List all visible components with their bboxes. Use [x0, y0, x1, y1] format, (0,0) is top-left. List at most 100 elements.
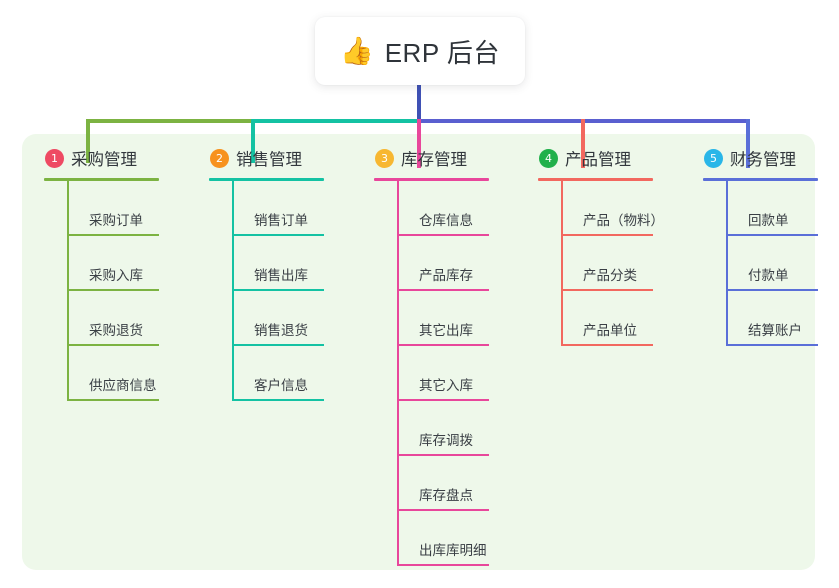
- column-spine: [561, 181, 563, 346]
- column-2: 2 销售管理销售订单销售出库销售退货客户信息: [207, 145, 367, 401]
- list-item-underline: [397, 564, 489, 566]
- list-item[interactable]: 产品（物料）: [561, 181, 696, 236]
- column-4: 4 产品管理产品（物料） 产品分类产品单位: [536, 145, 696, 346]
- list-item-underline: [397, 344, 489, 346]
- list-item[interactable]: 采购退货: [67, 291, 202, 346]
- list-item-label: 出库库明细: [419, 543, 487, 558]
- column-header-3[interactable]: 3 库存管理: [372, 145, 532, 171]
- connector-drop-5: [746, 119, 750, 168]
- list-item-underline: [561, 344, 653, 346]
- list-item-label: 客户信息: [254, 378, 308, 393]
- list-item-underline: [397, 399, 489, 401]
- column-title: 库存管理: [401, 151, 467, 169]
- list-item-label: 其它出库: [419, 323, 473, 338]
- column-item-list: 销售订单销售出库销售退货客户信息: [232, 181, 367, 401]
- list-item-label: 销售退货: [254, 323, 308, 338]
- list-item[interactable]: 产品单位: [561, 291, 696, 346]
- list-item-label: 采购入库: [89, 268, 143, 283]
- list-item[interactable]: 其它出库: [397, 291, 532, 346]
- list-item[interactable]: 产品库存: [397, 236, 532, 291]
- list-item[interactable]: 销售订单: [232, 181, 367, 236]
- list-item-underline: [232, 234, 324, 236]
- connector-drop-3: [417, 119, 421, 168]
- column-number-badge: 5: [704, 148, 723, 168]
- column-title: 采购管理: [71, 151, 137, 169]
- list-item[interactable]: 库存盘点: [397, 456, 532, 511]
- column-1: 1 采购管理采购订单采购入库采购退货供应商信息: [42, 145, 202, 401]
- list-item[interactable]: 销售退货: [232, 291, 367, 346]
- connector-drop-4: [581, 119, 585, 168]
- column-spine: [397, 181, 399, 566]
- column-spine: [726, 181, 728, 346]
- list-item[interactable]: 采购入库: [67, 236, 202, 291]
- list-item-label: 产品单位: [583, 323, 637, 338]
- connector-drop-2: [251, 119, 255, 163]
- list-item-underline: [67, 234, 159, 236]
- connector-stem: [417, 83, 421, 123]
- connector-bus-mid: [251, 119, 421, 123]
- column-header-4[interactable]: 4 产品管理: [536, 145, 696, 171]
- column-item-list: 仓库信息产品库存其它出库其它入库库存调拨库存盘点出库库明细: [397, 181, 532, 566]
- column-header-underline: [44, 178, 159, 181]
- list-item-underline: [397, 289, 489, 291]
- list-item[interactable]: 其它入库: [397, 346, 532, 401]
- list-item-label: 付款单: [748, 268, 789, 283]
- column-header-1[interactable]: 1 采购管理: [42, 145, 202, 171]
- column-number-badge: 3: [375, 148, 394, 168]
- column-item-list: 采购订单采购入库采购退货供应商信息: [67, 181, 202, 401]
- list-item-label: 产品分类: [583, 268, 637, 283]
- list-item[interactable]: 出库库明细: [397, 511, 532, 566]
- list-item[interactable]: 库存调拨: [397, 401, 532, 456]
- column-item-list: 产品（物料） 产品分类产品单位: [561, 181, 696, 346]
- list-item[interactable]: 采购订单: [67, 181, 202, 236]
- root-node-erp-backend[interactable]: 👍 ERP 后台: [315, 17, 525, 85]
- list-item[interactable]: 仓库信息: [397, 181, 532, 236]
- root-node-label: ERP 后台: [384, 37, 500, 68]
- list-item-label: 供应商信息: [89, 378, 157, 393]
- list-item[interactable]: 付款单: [726, 236, 839, 291]
- list-item-underline: [67, 289, 159, 291]
- list-item[interactable]: 产品分类: [561, 236, 696, 291]
- list-item-label: 结算账户: [748, 323, 802, 338]
- column-header-underline: [374, 178, 489, 181]
- list-item[interactable]: 销售出库: [232, 236, 367, 291]
- connector-drop-1: [86, 119, 90, 163]
- column-number-badge: 1: [45, 148, 64, 168]
- column-header-5[interactable]: 5 财务管理: [701, 145, 839, 171]
- list-item-underline: [561, 234, 653, 236]
- column-header-underline: [703, 178, 818, 181]
- list-item-label: 库存调拨: [419, 433, 473, 448]
- list-item[interactable]: 供应商信息: [67, 346, 202, 401]
- list-item[interactable]: 客户信息: [232, 346, 367, 401]
- list-item-underline: [232, 289, 324, 291]
- column-title: 销售管理: [236, 151, 302, 169]
- list-item-label: 产品库存: [419, 268, 473, 283]
- column-header-2[interactable]: 2 销售管理: [207, 145, 367, 171]
- list-item-label: 销售出库: [254, 268, 308, 283]
- list-item[interactable]: 回款单: [726, 181, 839, 236]
- list-item[interactable]: 结算账户: [726, 291, 839, 346]
- list-item-label: 其它入库: [419, 378, 473, 393]
- connector-bus-left: [86, 119, 255, 123]
- list-item-underline: [726, 289, 818, 291]
- list-item-underline: [232, 344, 324, 346]
- list-item-label: 销售订单: [254, 213, 308, 228]
- column-title: 财务管理: [730, 151, 796, 169]
- list-item-underline: [397, 454, 489, 456]
- column-number-badge: 2: [210, 148, 229, 168]
- list-item-underline: [67, 344, 159, 346]
- list-item-label: 库存盘点: [419, 488, 473, 503]
- list-item-underline: [397, 509, 489, 511]
- list-item-underline: [67, 399, 159, 401]
- column-title: 产品管理: [565, 151, 631, 169]
- list-item-underline: [397, 234, 489, 236]
- list-item-underline: [726, 344, 818, 346]
- list-item-underline: [561, 289, 653, 291]
- column-item-list: 回款单付款单结算账户: [726, 181, 839, 346]
- list-item-label: 产品（物料）: [583, 213, 664, 228]
- list-item-label: 采购订单: [89, 213, 143, 228]
- column-number-badge: 4: [539, 148, 558, 168]
- list-item-underline: [726, 234, 818, 236]
- column-header-underline: [209, 178, 324, 181]
- column-header-underline: [538, 178, 653, 181]
